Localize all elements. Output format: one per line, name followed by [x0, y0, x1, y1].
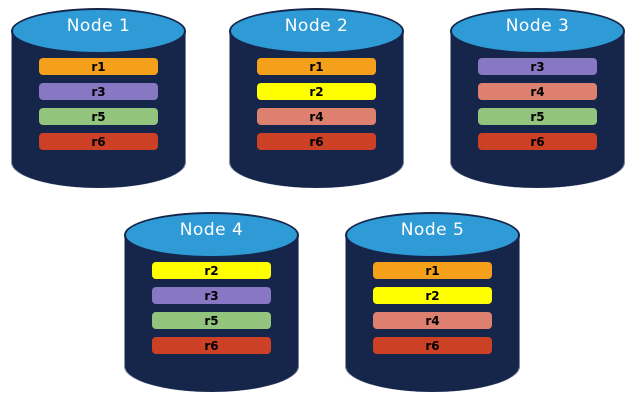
cylinder-top-icon — [11, 8, 186, 54]
cylinder-top-icon — [229, 8, 404, 54]
replica-bar[interactable]: r1 — [257, 58, 376, 75]
replica-bar[interactable]: r4 — [373, 312, 492, 329]
replica-bar[interactable]: r1 — [39, 58, 158, 75]
replica-bar[interactable]: r6 — [373, 337, 492, 354]
replica-bar[interactable]: r3 — [478, 58, 597, 75]
replica-bar[interactable]: r6 — [152, 337, 271, 354]
replica-bar[interactable]: r4 — [257, 108, 376, 125]
replica-stack: r1 r2 r4 r6 — [373, 262, 492, 354]
replica-bar[interactable]: r3 — [39, 83, 158, 100]
replica-bar[interactable]: r5 — [478, 108, 597, 125]
replica-stack: r2 r3 r5 r6 — [152, 262, 271, 354]
replica-bar[interactable]: r3 — [152, 287, 271, 304]
replica-stack: r3 r4 r5 r6 — [478, 58, 597, 150]
replica-bar[interactable]: r2 — [152, 262, 271, 279]
replica-bar[interactable]: r2 — [257, 83, 376, 100]
replica-bar[interactable]: r6 — [478, 133, 597, 150]
replica-stack: r1 r2 r4 r6 — [257, 58, 376, 150]
replica-bar[interactable]: r1 — [373, 262, 492, 279]
replica-bar[interactable]: r4 — [478, 83, 597, 100]
replica-bar[interactable]: r5 — [152, 312, 271, 329]
replica-bar[interactable]: r5 — [39, 108, 158, 125]
cylinder-top-icon — [345, 212, 520, 258]
cylinder-top-icon — [124, 212, 299, 258]
replica-bar[interactable]: r6 — [257, 133, 376, 150]
replica-bar[interactable]: r6 — [39, 133, 158, 150]
replica-stack: r1 r3 r5 r6 — [39, 58, 158, 150]
replica-bar[interactable]: r2 — [373, 287, 492, 304]
cylinder-top-icon — [450, 8, 625, 54]
